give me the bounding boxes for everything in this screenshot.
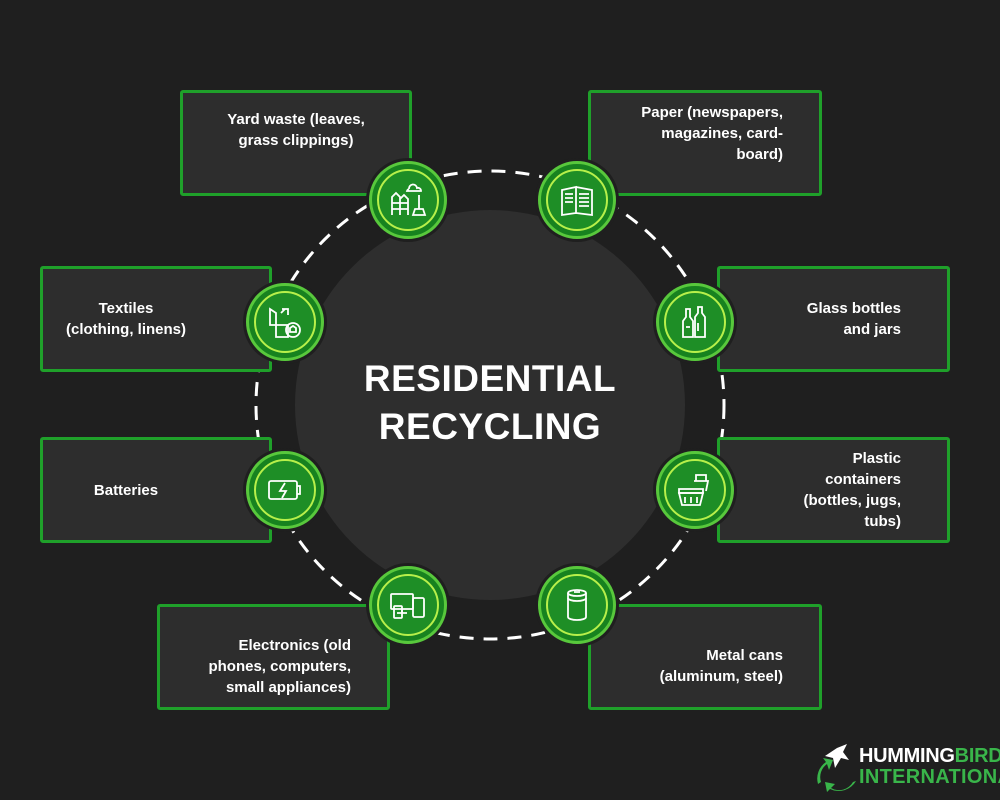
item-box-metal-cans: Metal cans (aluminum, steel) (588, 604, 822, 710)
glass-badge (656, 283, 734, 361)
metal-can-icon (567, 589, 587, 621)
logo-text-line-1: HUMMINGBIRD (859, 745, 1000, 767)
plastic-container-icon (677, 474, 710, 506)
item-box-paper: Paper (newspapers, magazines, card- boar… (588, 90, 822, 196)
item-box-textiles: Textiles (clothing, linens) (40, 266, 272, 372)
logo-text-line-2: INTERNATIONAL (859, 766, 1000, 788)
company-logo: HUMMINGBIRD INTERNATIONAL (815, 742, 1000, 794)
yard-waste-badge (369, 161, 447, 239)
glass-bottles-icon (682, 306, 706, 338)
textiles-icon (269, 307, 301, 338)
hummingbird-recycle-icon (817, 744, 856, 792)
textiles-badge (246, 283, 324, 361)
diagram-title: RESIDENTIAL RECYCLING (330, 355, 650, 451)
item-box-yard-waste: Yard waste (leaves, grass clippings) (180, 90, 412, 196)
item-box-batteries: Batteries (40, 437, 272, 543)
title-line-1: RESIDENTIAL (363, 358, 617, 399)
title-line-2: RECYCLING (378, 406, 602, 447)
metal-cans-badge (538, 566, 616, 644)
item-box-electronics: Electronics (old phones, computers, smal… (157, 604, 390, 710)
item-label: Batteries (93, 481, 159, 499)
item-label: Yard waste (leaves, grass clippings) (227, 111, 365, 149)
newspaper-icon (561, 185, 593, 217)
center-circle (295, 210, 685, 600)
electronics-icon (390, 593, 425, 619)
plastic-badge (656, 451, 734, 529)
item-label: Electronics (old phones, computers, smal… (208, 636, 351, 696)
item-box-glass: Glass bottles and jars (717, 266, 950, 372)
batteries-badge (246, 451, 324, 529)
electronics-badge (369, 566, 447, 644)
yard-waste-icon (391, 183, 427, 216)
item-box-plastic: Plastic containers (bottles, jugs, tubs) (717, 437, 950, 543)
battery-icon (268, 480, 301, 500)
item-label: Metal cans (aluminum, steel) (659, 647, 783, 685)
dashed-ring (254, 169, 726, 641)
item-label: Glass bottles and jars (806, 300, 901, 338)
item-label: Textiles (clothing, linens) (66, 300, 186, 338)
paper-badge (538, 161, 616, 239)
item-label: Plastic containers (bottles, jugs, tubs) (803, 450, 902, 530)
item-label: Paper (newspapers, magazines, card- boar… (641, 103, 783, 163)
